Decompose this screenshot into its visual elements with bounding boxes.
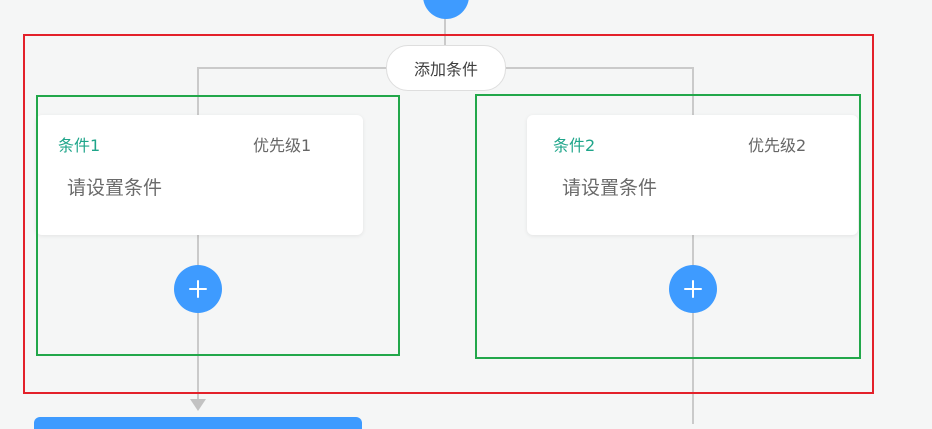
connector-horizontal-right bbox=[504, 67, 694, 69]
condition-card-1[interactable]: 条件1 优先级1 请设置条件 bbox=[36, 115, 363, 235]
condition-title: 条件1 bbox=[58, 136, 101, 155]
connector-top bbox=[444, 18, 446, 46]
condition-column-highlight-2 bbox=[475, 94, 861, 359]
condition-placeholder: 请设置条件 bbox=[562, 177, 658, 199]
connector-branch-2-top bbox=[692, 67, 694, 115]
condition-priority: 优先级2 bbox=[748, 136, 807, 155]
connector-branch-2-bottom bbox=[692, 234, 694, 424]
condition-column-highlight-1 bbox=[36, 95, 400, 356]
condition-branch-highlight bbox=[23, 34, 874, 394]
add-node-button-branch-1[interactable] bbox=[174, 265, 222, 313]
connector-branch-1-top bbox=[197, 67, 199, 115]
next-node-card[interactable] bbox=[34, 417, 362, 429]
connector-branch-1-bottom bbox=[197, 234, 199, 402]
connector-horizontal-left bbox=[197, 67, 387, 69]
add-node-button-top[interactable] bbox=[423, 0, 469, 19]
plus-icon bbox=[189, 280, 207, 298]
condition-placeholder: 请设置条件 bbox=[67, 177, 163, 199]
add-condition-button[interactable]: 添加条件 bbox=[386, 45, 506, 91]
condition-priority: 优先级1 bbox=[253, 136, 312, 155]
arrow-down-icon bbox=[190, 399, 206, 411]
condition-card-2[interactable]: 条件2 优先级2 请设置条件 bbox=[527, 115, 858, 235]
add-node-button-branch-2[interactable] bbox=[669, 265, 717, 313]
condition-title: 条件2 bbox=[553, 136, 596, 155]
plus-icon bbox=[684, 280, 702, 298]
